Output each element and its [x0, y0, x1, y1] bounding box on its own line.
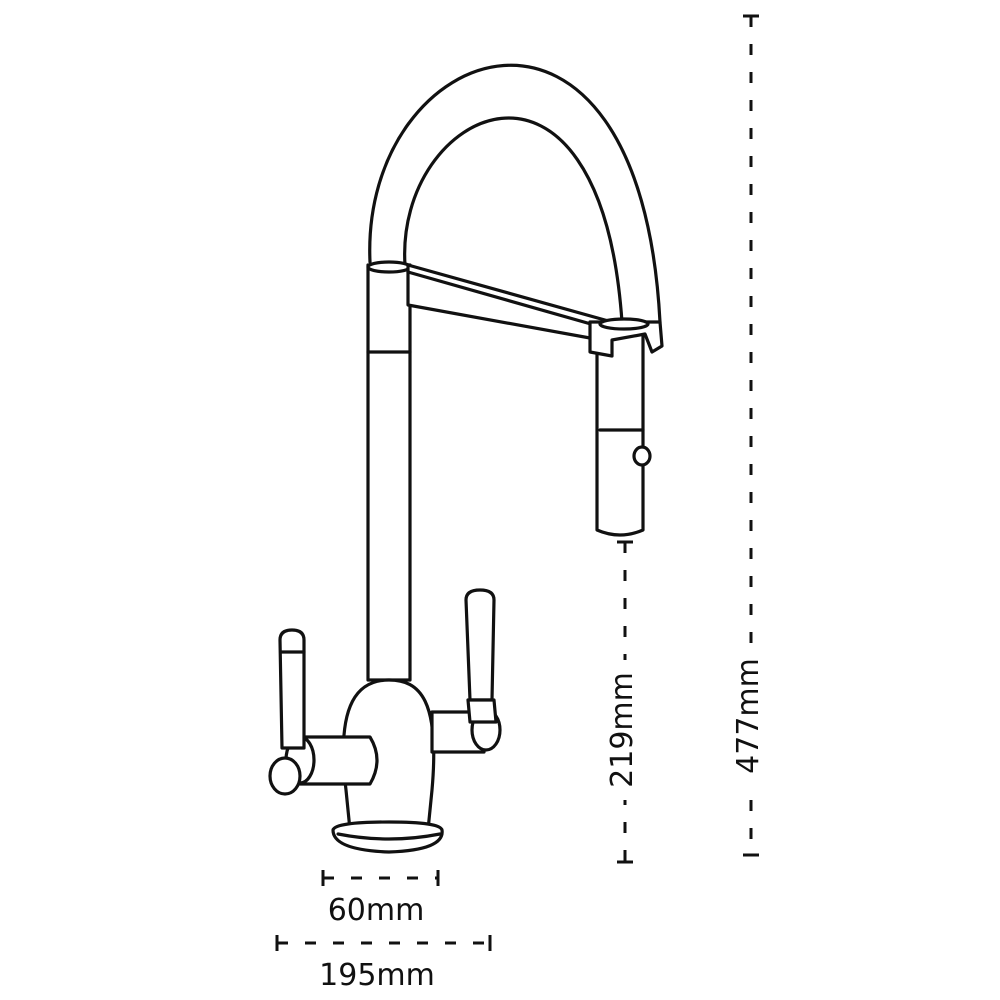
dimension-477mm: 477mm: [731, 14, 770, 857]
hose-arch: [368, 63, 662, 324]
spray-button-icon: [632, 445, 652, 467]
dimension-60mm: 60mm: [321, 870, 440, 928]
tap-column: [366, 260, 412, 682]
dimension-label-477mm: 477mm: [731, 658, 766, 774]
right-lever-handle: [430, 588, 502, 754]
dimension-label-219mm: 219mm: [605, 672, 640, 788]
dimension-195mm: 195mm: [275, 935, 492, 993]
dimension-219mm: 219mm: [605, 540, 644, 864]
spout-arm: [406, 263, 614, 344]
dimension-label-60mm: 60mm: [328, 893, 425, 928]
tap-base: [331, 678, 444, 854]
left-lever-handle: [268, 628, 379, 796]
spray-head: [588, 317, 664, 537]
dimension-label-195mm: 195mm: [319, 958, 435, 993]
